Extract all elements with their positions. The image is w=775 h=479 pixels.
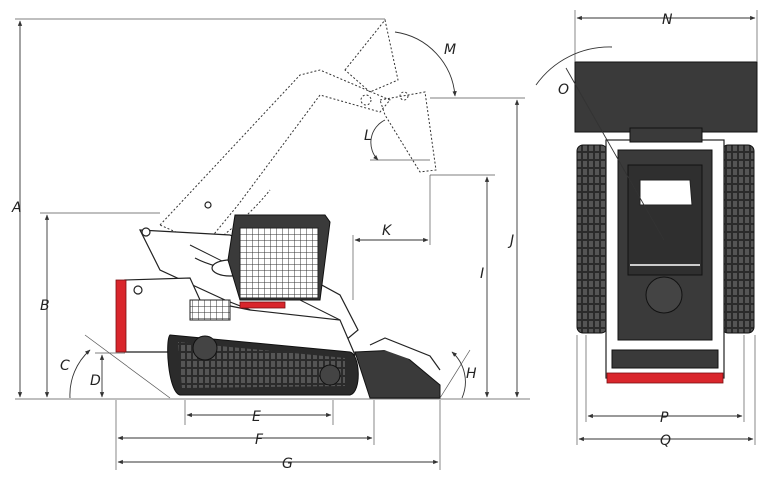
dim-label-j: J [507, 233, 514, 249]
dim-label-n: N [662, 12, 673, 28]
dim-label-l: L [364, 128, 372, 144]
dim-label-h: H [466, 366, 477, 382]
dim-label-i: I [480, 266, 484, 282]
right-track [721, 144, 755, 334]
rear-light-red [115, 279, 127, 353]
side-decal [239, 301, 286, 309]
dim-label-f: F [255, 432, 264, 448]
dim-label-q: Q [660, 433, 671, 449]
side-view: A B C D E F G H I [11, 18, 530, 472]
dim-label-c: C [60, 358, 70, 374]
front-view: N O P Q [535, 10, 758, 449]
dim-label-p: P [660, 410, 669, 426]
dim-label-a: A [11, 200, 22, 216]
dim-label-e: E [252, 409, 261, 425]
track [167, 334, 359, 396]
dim-label-d: D [90, 373, 101, 389]
bucket-front [574, 61, 758, 133]
dim-label-o: O [558, 82, 569, 98]
dim-label-b: B [40, 298, 50, 314]
dim-label-k: K [382, 223, 393, 239]
dim-label-g: G [282, 456, 293, 472]
left-track [576, 144, 608, 334]
cab [227, 214, 331, 301]
dim-label-m: M [444, 42, 456, 58]
front-bumper-red [606, 372, 724, 384]
